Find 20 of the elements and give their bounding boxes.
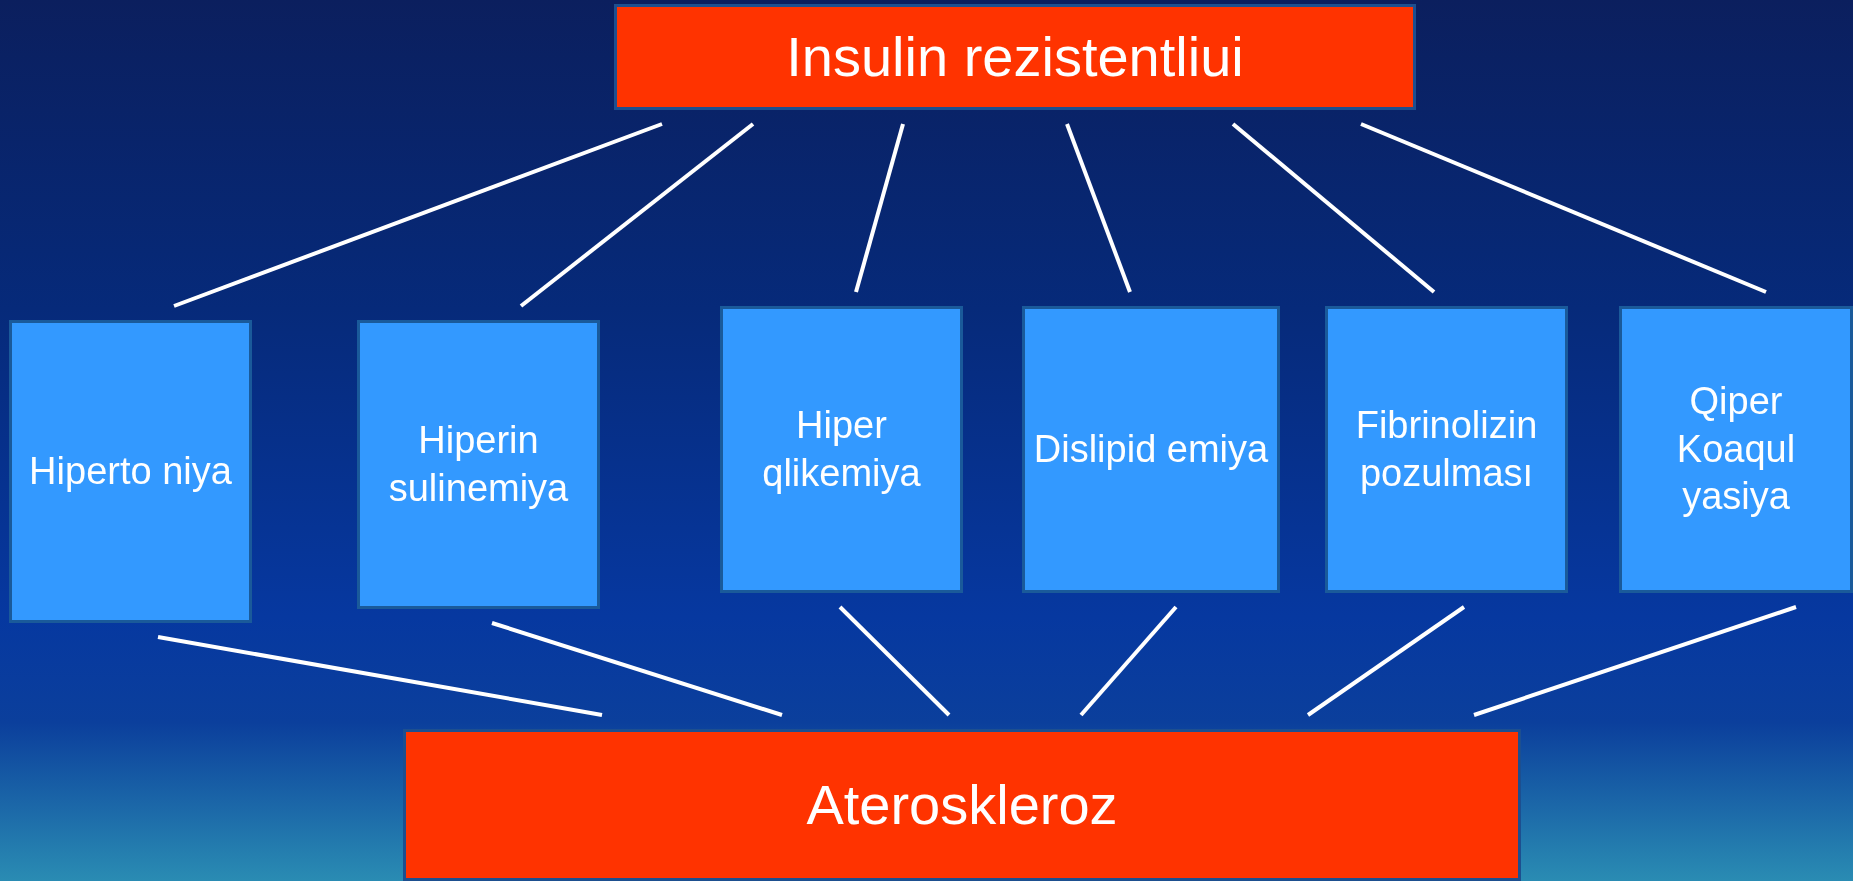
connector-line	[1079, 605, 1178, 717]
connector-line	[854, 123, 905, 293]
connector-line	[1360, 122, 1767, 294]
factor-box: Qiper Koaqul yasiya	[1619, 306, 1853, 593]
connector-line	[491, 621, 783, 717]
connector-line	[838, 605, 951, 717]
factor-box: Hiperto niya	[9, 320, 252, 623]
connector-line	[157, 635, 603, 717]
connector-line	[1065, 123, 1132, 293]
connector-line	[519, 122, 755, 308]
factor-box: Hiper qlikemiya	[720, 306, 963, 593]
title-box: Ateroskleroz	[403, 729, 1521, 881]
factor-box: Fibrinolizin pozulması	[1325, 306, 1568, 593]
factor-box: Hiperin sulinemiya	[357, 320, 600, 609]
connector-line	[1306, 605, 1466, 717]
title-box: Insulin rezistentliui	[614, 4, 1416, 110]
factor-box: Dislipid emiya	[1022, 306, 1280, 593]
connector-line	[1231, 122, 1436, 294]
connector-line	[173, 122, 663, 308]
connector-line	[1473, 605, 1797, 717]
